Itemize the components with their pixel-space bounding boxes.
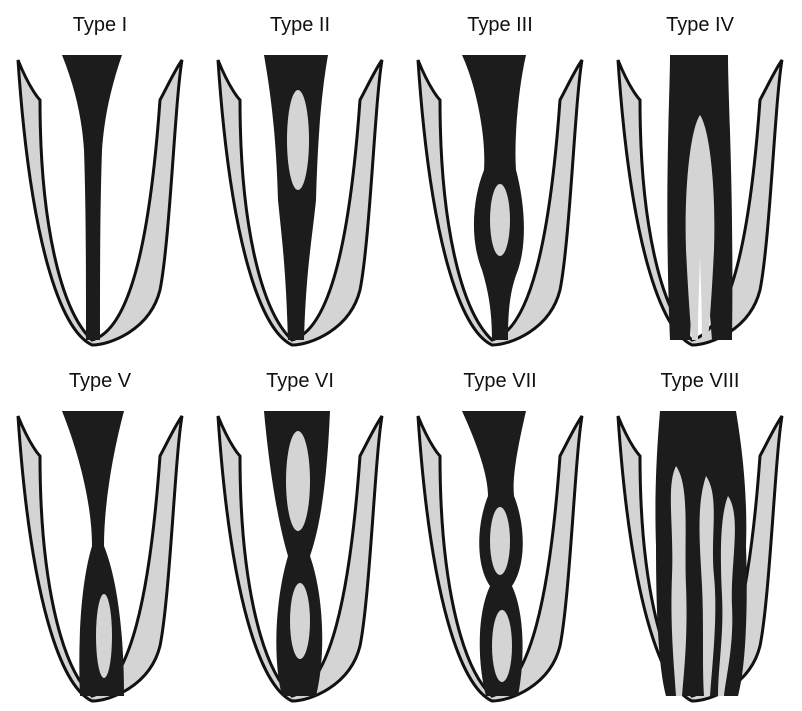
tooth-type-viii-icon [600, 396, 800, 711]
panel-label: Type VIII [600, 370, 800, 393]
tooth-type-ii-icon [200, 40, 400, 355]
panel-label: Type I [0, 14, 200, 37]
panel-type-viii: Type VIII [600, 356, 800, 711]
panel-label: Type III [400, 14, 600, 37]
tooth-type-iii-icon [400, 40, 600, 355]
panel-type-vi: Type VI [200, 356, 400, 711]
panel-type-v: Type V [0, 356, 200, 711]
panel-label: Type V [0, 370, 200, 393]
panel-type-i: Type I [0, 0, 200, 355]
tooth-type-i-icon [0, 40, 200, 355]
panel-type-vii: Type VII [400, 356, 600, 711]
panel-type-ii: Type II [200, 0, 400, 355]
tooth-type-iv-icon [600, 40, 800, 355]
panel-label: Type VII [400, 370, 600, 393]
panel-type-iv: Type IV [600, 0, 800, 355]
panel-label: Type II [200, 14, 400, 37]
panel-label: Type IV [600, 14, 800, 37]
tooth-type-v-icon [0, 396, 200, 711]
tooth-type-vii-icon [400, 396, 600, 711]
panel-type-iii: Type III [400, 0, 600, 355]
panel-label: Type VI [200, 370, 400, 393]
tooth-type-vi-icon [200, 396, 400, 711]
